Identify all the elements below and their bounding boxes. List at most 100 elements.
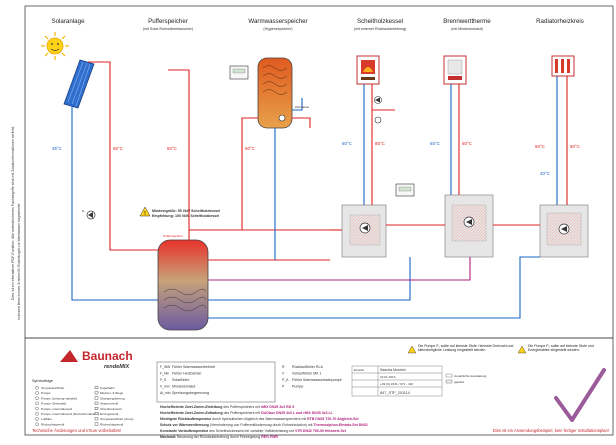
title-doc-no: 847_STF_201114: [380, 391, 410, 395]
sensor-code: P_A: [282, 378, 289, 382]
temp-solar-return: 35°C: [52, 146, 62, 151]
svg-text:P₁: P₁: [82, 209, 85, 213]
title-table: [351, 365, 443, 397]
col-subtitle-ww: (Hygienespeicher): [263, 27, 292, 31]
sensor-text: Fühler Warmwasserladepumpe: [292, 378, 342, 382]
symbol-left-item: Pumpe (Leistung variabel): [41, 396, 77, 400]
symbol-icon: [35, 386, 39, 390]
symbol-icon: [35, 417, 39, 421]
radiator-icon: [551, 55, 575, 77]
solar-pump-station: P₁: [82, 209, 96, 220]
warmwater-tank: [257, 57, 293, 129]
logo-product: rendeMIX: [104, 364, 130, 370]
temp-radiator-flow: 60°C: [535, 144, 545, 149]
sensor-code: Δt_min: [160, 391, 171, 395]
wood-boiler-icon: [356, 55, 380, 85]
radiator-pipes: [556, 76, 568, 205]
col-subtitle-buffer: (mit Solar-Rohrwärmetauscher): [143, 27, 193, 31]
status-legend: zusatzliche Ausstattung geplant: [445, 373, 487, 384]
sensor-legend-box: [156, 361, 276, 403]
sun-icon: [41, 32, 69, 60]
sensor-code: R: [282, 365, 285, 369]
title-date-label: Erstellt:: [354, 368, 364, 372]
column-headers: Solaranlage Pufferspeicher (mit Solar-Ro…: [51, 18, 583, 31]
symbol-icon: [94, 407, 99, 410]
col-subtitle-boiler: (mit Mindestumlauf): [451, 27, 483, 31]
sensor-code: F_S: [160, 378, 167, 382]
temp-boiler-return: 65°C: [430, 141, 440, 146]
symbol-icon: [35, 422, 39, 426]
sensor-code: F_HB: [160, 372, 169, 376]
solar-circuit-pipes: [71, 61, 158, 301]
sensor-text: Pumpe: [292, 385, 303, 389]
left-margin-note: In diesem Bereich einen Schieber für Ein…: [17, 204, 21, 320]
condensing-boiler-icon: [443, 55, 467, 85]
pump-warnings: Die Pumpe P₁ sollte auf kleinste Stufe /…: [407, 344, 594, 354]
symbol-right-item: Mischer, 3-Wege: [100, 391, 123, 395]
title-phone-1: +49 (0) 2431 / 971 - 110: [380, 382, 413, 386]
sensor-text: Spreizungsbegrenzung: [172, 391, 209, 395]
symbol-left-item: Pumpe: [41, 391, 51, 395]
drawing-frame: [24, 5, 614, 339]
sensor-code: F_WW: [160, 365, 171, 369]
symbol-icon: [94, 417, 99, 421]
footer-left: Technische Änderungen und Irrtum vorbeha…: [32, 428, 121, 433]
zirkulation-label: Zirkulation: [295, 105, 310, 109]
symbol-right-item: Überdruckventil: [100, 407, 122, 411]
product-line: Hocheffiziente Zwei-Zonen-Entladung des …: [160, 411, 334, 415]
warmwater-pipes: [241, 98, 311, 260]
check-mark-icon: [554, 368, 606, 422]
temp-solar-flow: 65°C: [113, 146, 123, 151]
symbol-icon: [35, 401, 39, 406]
sensor-text: Fühler Heizbetrieb: [172, 372, 201, 376]
symbol-icon: [35, 391, 39, 395]
symbol-left-item: Pumpe, intermittierend (Drehzahl variabe…: [41, 412, 99, 416]
symbols-title: Symbolfolge: [32, 379, 53, 383]
col-title-radiator: Radiatorheizkreis: [536, 18, 584, 25]
symbol-icon: [35, 412, 39, 416]
logo-brand: Baunach: [82, 349, 133, 363]
mixing-module-radiator: [539, 204, 589, 258]
title-block-frame: [24, 337, 614, 436]
svg-text:!: !: [144, 211, 146, 217]
symbol-right-item: Einzugsventil: [100, 412, 119, 416]
col-title-solar: Solaranlage: [51, 18, 85, 25]
distribution-headers: [330, 224, 540, 319]
symbol-right-item: Temperaturfühler (Zone): [100, 417, 133, 421]
product-line: Konstante Vorlauftemperatur des Scheitho…: [160, 429, 347, 433]
sensor-text: Fühler Warmwasserbetrieb: [172, 365, 215, 369]
wood-pump-group: [374, 96, 382, 124]
product-line: Hocheffiziente Zwei-Zonen-Einleitung des…: [160, 405, 294, 409]
temp-boiler-flow: 60°C: [462, 141, 472, 146]
product-line: Maximale Steuerung der Rücklaufanhebung …: [160, 435, 278, 439]
footer-right: Dies ist ein Anwendungsbeispiel, kein fe…: [493, 428, 609, 433]
warmwater-valve: Zirkulation: [278, 105, 310, 122]
temp-wood-return: 60°C: [342, 141, 352, 146]
symbol-left-item: Rückschlagventil: [41, 422, 65, 426]
warmwater-controller: [229, 65, 249, 80]
symbol-icon: [94, 401, 99, 405]
title-date: 22.01.2014: [380, 375, 396, 379]
mixing-module-boiler: [444, 194, 494, 258]
warning-pump-2: Die Pumpe P₂ sollte auf kleinste Stufe u…: [528, 344, 594, 353]
symbol-left-item: Luftfilter: [41, 417, 52, 421]
left-margin-text: Dies ist ein interaktiver PDF-Funktion. …: [11, 126, 15, 300]
buffer-min-size: Mindestgröße: 55 l/kW Scheitholzkessel: [152, 209, 220, 213]
status-b: geplant: [454, 380, 464, 384]
sensor-text: Vorlauffühler MK 1: [292, 372, 322, 376]
buffer-tank: [157, 239, 209, 331]
condensing-boiler-pipes: [450, 84, 460, 195]
symbol-right-item: Strangregulierung: [100, 396, 125, 400]
symbol-icon: [94, 391, 99, 395]
mixing-module-wood: [341, 204, 387, 258]
symbol-right-item: Rückschlagventil: [100, 422, 124, 426]
temp-wood-flow: 85°C: [375, 141, 385, 146]
col-subtitle-wood: (mit externer Rücklaufanhebung): [354, 27, 406, 31]
buffer-pipes: [168, 69, 345, 319]
symbol-icon: [94, 386, 99, 389]
buffer-tank-label: Pufferspeicher: [163, 234, 183, 238]
